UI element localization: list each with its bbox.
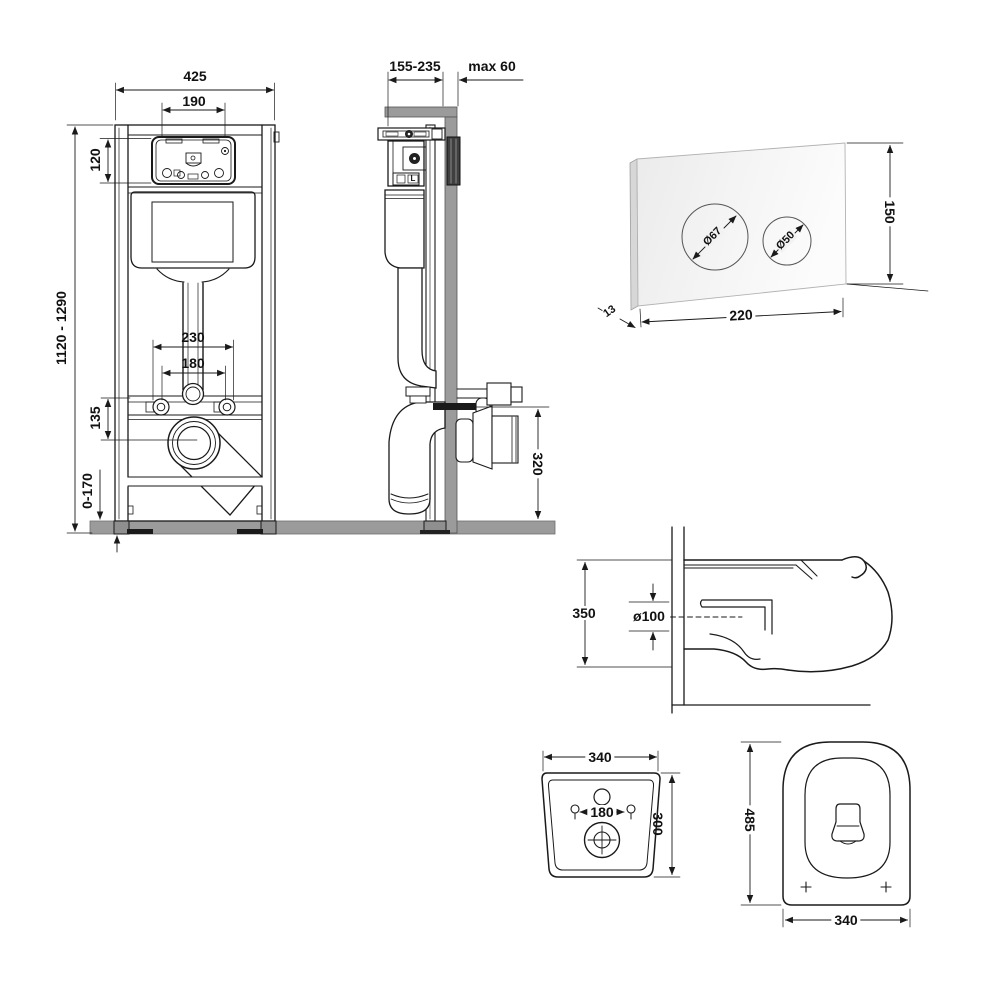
dim-pan-top-width: 340 — [831, 913, 861, 927]
dim-plate-width: 220 — [725, 306, 757, 324]
drain-connector — [455, 405, 519, 470]
threaded-rod — [433, 403, 476, 410]
pan-top-dimensions — [740, 741, 911, 928]
dim-outlet-height: 320 — [530, 449, 546, 479]
dim-pan-length: 485 — [742, 805, 758, 835]
dim-frame-width: 425 — [183, 68, 207, 84]
cistern-side — [384, 140, 427, 269]
dim-drain-height: 135 — [87, 406, 103, 430]
frame-feet — [113, 520, 277, 535]
wall-hatch — [672, 527, 684, 713]
pan-side-view — [576, 526, 893, 714]
l-mark: L — [410, 174, 416, 183]
dim-foot-adjust: 0-170 — [79, 473, 95, 509]
seat-ring — [804, 757, 891, 879]
outlet-hole — [583, 821, 621, 859]
inlet-hole — [593, 788, 611, 806]
pan-top-view — [740, 741, 911, 928]
seat-outline — [782, 741, 911, 906]
seat-fixing-marks — [800, 881, 892, 893]
cistern-front — [130, 191, 256, 283]
flush-plate-view — [597, 142, 929, 328]
dim-spacing-230: 230 — [181, 329, 205, 345]
large-flush-button — [681, 203, 749, 271]
dim-opening-height: 120 — [87, 148, 103, 172]
flush-bend — [397, 267, 437, 389]
small-flush-button — [762, 216, 812, 266]
pan-rear-outline — [541, 772, 661, 878]
wall-bracket — [377, 127, 446, 141]
drain-socket — [167, 416, 221, 470]
wall-band — [444, 116, 458, 534]
fixing-hole-left — [570, 804, 580, 814]
pan-rear-view — [541, 750, 681, 878]
floor-band — [89, 520, 556, 535]
frame-front-dimensions — [66, 82, 275, 553]
dim-frame-depth: 155-235 — [389, 58, 441, 74]
hinge-button — [831, 803, 865, 845]
dim-wall-max: max 60 — [468, 58, 516, 74]
dim-pan-height: 350 — [569, 606, 599, 620]
dim-pan-rear-width: 340 — [585, 750, 615, 764]
dim-drain-diameter: ø100 — [630, 609, 668, 623]
plate-face — [636, 142, 847, 307]
dim-bolt-spacing: 180 — [181, 355, 205, 371]
dim-frame-height: 1120 - 1290 — [53, 291, 69, 365]
frame-front-view — [66, 82, 556, 553]
fixing-hole-right — [626, 804, 636, 814]
access-window — [151, 136, 236, 185]
dim-plate-height: 150 — [882, 197, 898, 227]
dim-pan-rear-height: 300 — [650, 812, 666, 836]
pan-side-dimensions — [576, 559, 673, 668]
floor-hatch — [684, 705, 870, 713]
supply-connector — [456, 382, 523, 406]
frame-side-view — [377, 71, 550, 534]
flush-plate-housing-side — [446, 136, 461, 186]
top-rail — [384, 106, 458, 118]
fixing-bolts — [145, 398, 236, 416]
drain-elbow — [388, 401, 446, 515]
dim-pan-bolt-spacing: 180 — [587, 805, 617, 819]
bowl-profile — [644, 556, 893, 673]
dim-opening-width: 190 — [182, 93, 206, 109]
